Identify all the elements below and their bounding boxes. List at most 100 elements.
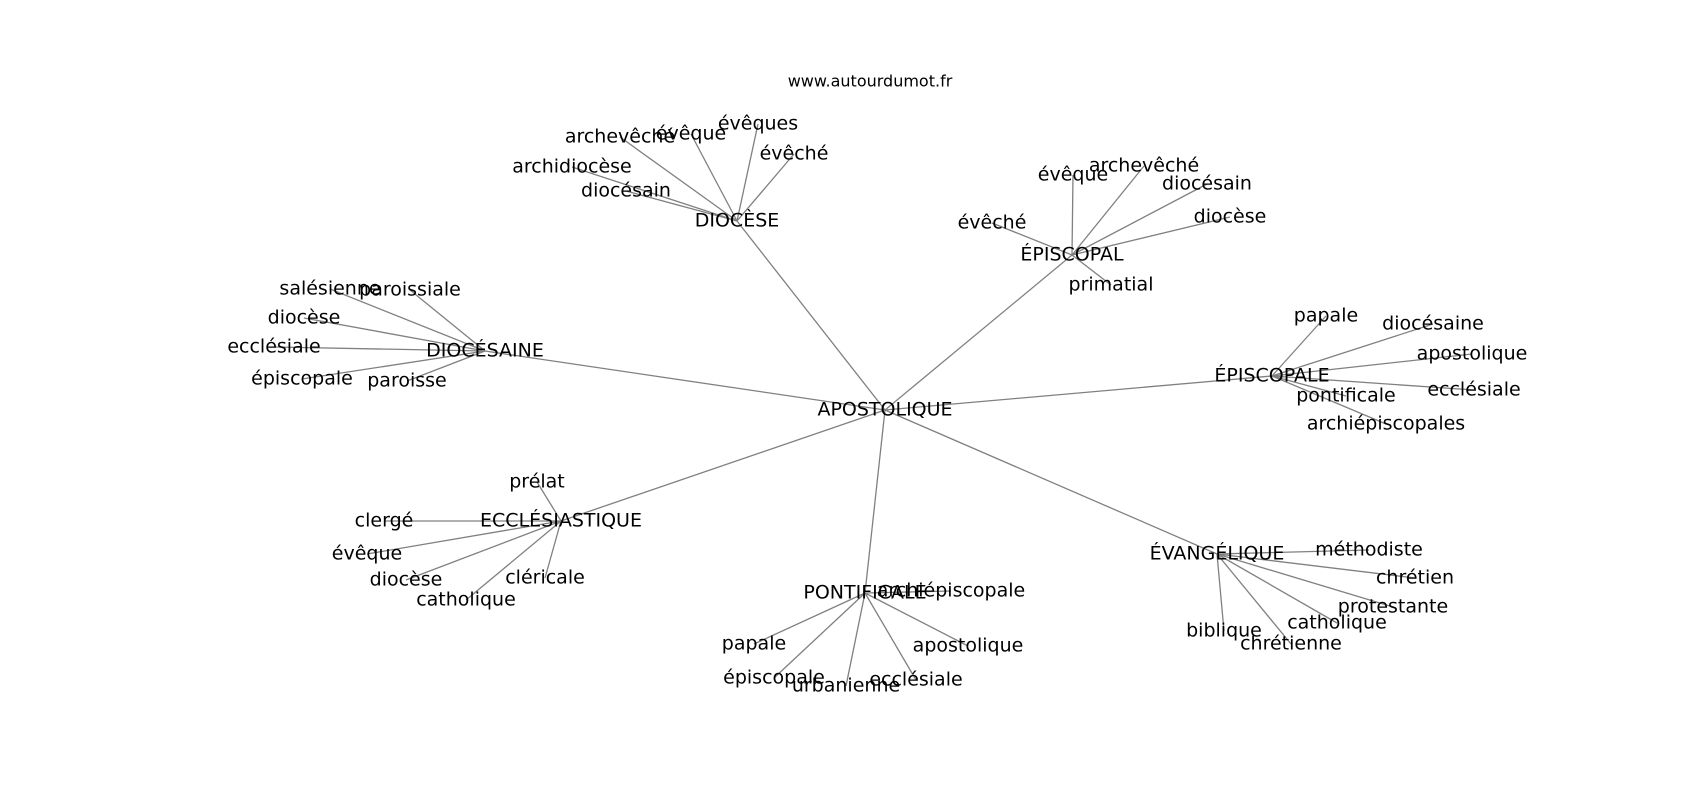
node-leaf-pontificale: pontificale [1296, 385, 1395, 407]
node-leaf-methodiste: méthodiste [1315, 539, 1423, 561]
edge-diocesaine-paroisse [406, 350, 486, 382]
edge-evangelique-catholique [1216, 553, 1338, 624]
edge-diocesaine-episcopale [301, 350, 486, 380]
edge-episcopal-primatial [1071, 254, 1112, 286]
edge-pontificale-urbanienne [845, 592, 866, 687]
node-leaf-biblique: biblique [1186, 620, 1262, 642]
node-leaf-eveche: évêché [958, 212, 1027, 234]
edge-episcopal-eveque [1071, 174, 1074, 256]
edge-center-pontificale [864, 409, 886, 594]
node-leaf-urbanienne: urbanienne [792, 675, 900, 697]
node-leaf-diocese: diocèse [268, 307, 341, 329]
edge-episcopale-diocesaine [1271, 323, 1434, 377]
edge-diocesaine-paroissiale [409, 289, 486, 352]
node-leaf-protestante: protestante [1338, 596, 1448, 618]
edge-episcopale-apostolique [1271, 353, 1473, 377]
node-hub-pontificale: PONTIFICALE [803, 582, 926, 604]
node-labels: APOSTOLIQUEDIOCÈSEarchevêchéévêqueévêque… [227, 113, 1527, 697]
node-leaf-episcopale: épiscopale [723, 667, 825, 689]
edge-diocesaine-salesienne [329, 288, 486, 352]
edge-pontificale-papale [753, 592, 866, 645]
node-hub-episcopale: ÉPISCOPALE [1214, 364, 1329, 387]
edge-pontificale-apostolique [864, 592, 969, 647]
node-leaf-apostolique: apostolique [913, 635, 1024, 657]
node-leaf-ecclesiale: ecclésiale [1427, 379, 1520, 401]
edge-episcopale-ecclesiale [1271, 375, 1475, 391]
edge-center-ecclesiastique [560, 409, 886, 522]
edge-episcopal-archeveche [1071, 165, 1145, 256]
node-hub-diocesaine: DIOCÉSAINE [426, 339, 544, 362]
edge-evangelique-biblique [1216, 553, 1225, 632]
node-leaf-primatial: primatial [1069, 274, 1154, 296]
node-leaf-salesienne: salésienne [279, 278, 380, 300]
edge-diocese-eveche [736, 153, 795, 222]
edges [273, 123, 1475, 687]
edge-diocese-eveque [690, 133, 738, 222]
node-leaf-catholique: catholique [1287, 612, 1387, 634]
edge-evangelique-methodiste [1216, 549, 1370, 555]
node-leaf-archiepiscopale: archiépiscopale [877, 580, 1025, 602]
node-leaf-ecclesiale: ecclésiale [869, 669, 962, 691]
node-leaf-diocese: diocèse [1194, 206, 1267, 228]
node-hub-evangelique: ÉVANGÉLIQUE [1150, 542, 1285, 565]
edge-episcopal-diocesain [1071, 183, 1208, 256]
edge-ecclesiastique-clericale [544, 520, 562, 579]
node-leaf-eveques: évêques [718, 113, 798, 135]
edge-ecclesiastique-eveque [366, 520, 562, 555]
edge-episcopale-papale [1271, 315, 1327, 377]
node-leaf-paroisse: paroisse [367, 370, 447, 392]
edge-evangelique-protestante [1216, 553, 1394, 608]
edge-episcopal-eveche [991, 222, 1073, 256]
node-hub-diocese: DIOCÈSE [695, 209, 780, 232]
node-leaf-papale: papale [1294, 305, 1358, 327]
edge-pontificale-ecclesiale [864, 592, 917, 681]
edge-ecclesiastique-prelat [536, 481, 562, 522]
node-leaf-episcopale: épiscopale [251, 368, 353, 390]
node-leaf-apostolique: apostolique [1417, 343, 1528, 365]
edge-diocesaine-diocese [303, 317, 486, 352]
node-leaf-eveque: évêque [656, 123, 726, 145]
edge-center-episcopale [884, 375, 1273, 411]
node-leaf-eveque: évêque [332, 543, 402, 565]
edge-episcopale-pontificale [1271, 375, 1347, 397]
edge-center-diocesaine [484, 350, 886, 411]
node-leaf-archiepiscopales: archiépiscopales [1307, 413, 1465, 435]
edge-center-evangelique [884, 409, 1218, 555]
edge-ecclesiastique-catholique [465, 520, 562, 601]
node-leaf-archeveche: archevêché [565, 126, 675, 148]
edge-diocese-diocesain [625, 190, 738, 222]
edge-ecclesiastique-diocese [405, 520, 562, 581]
edge-pontificale-episcopale [773, 592, 866, 679]
node-leaf-chretien: chrétien [1376, 567, 1454, 589]
node-leaf-clericale: cléricale [505, 567, 585, 589]
edge-center-episcopal [884, 254, 1073, 411]
edge-diocese-eveques [736, 123, 759, 222]
node-leaf-paroissiale: paroissiale [359, 279, 461, 301]
node-leaf-diocese: diocèse [370, 569, 443, 591]
node-leaf-ecclesiale: ecclésiale [227, 336, 320, 358]
source-label: www.autourdumot.fr [788, 72, 953, 91]
edge-evangelique-chretien [1216, 553, 1416, 579]
edge-diocesaine-ecclesiale [273, 346, 486, 352]
edge-center-diocese [736, 220, 886, 411]
node-hub-ecclesiastique: ECCLÉSIASTIQUE [480, 509, 642, 532]
edge-episcopal-diocese [1071, 216, 1231, 256]
edge-diocese-archeveche [619, 136, 738, 222]
node-center: APOSTOLIQUE [817, 399, 952, 421]
node-leaf-papale: papale [722, 633, 786, 655]
node-hub-episcopal: ÉPISCOPAL [1020, 243, 1124, 266]
node-leaf-archeveche: archevêché [1089, 155, 1199, 177]
node-leaf-diocesain: diocésain [581, 180, 671, 202]
node-leaf-chretienne: chrétienne [1240, 633, 1342, 655]
node-leaf-archidiocese: archidiocèse [512, 156, 632, 178]
edge-pontificale-archiepiscopale [864, 590, 952, 594]
node-leaf-diocesaine: diocésaine [1382, 313, 1484, 335]
node-leaf-eveche: évêché [760, 143, 829, 165]
node-leaf-diocesain: diocésain [1162, 173, 1252, 195]
node-leaf-clerge: clergé [355, 510, 414, 532]
node-leaf-prelat: prélat [509, 471, 565, 493]
edge-evangelique-chretienne [1216, 553, 1292, 645]
edge-episcopale-archiepiscopales [1271, 375, 1387, 425]
node-leaf-catholique: catholique [416, 589, 516, 611]
